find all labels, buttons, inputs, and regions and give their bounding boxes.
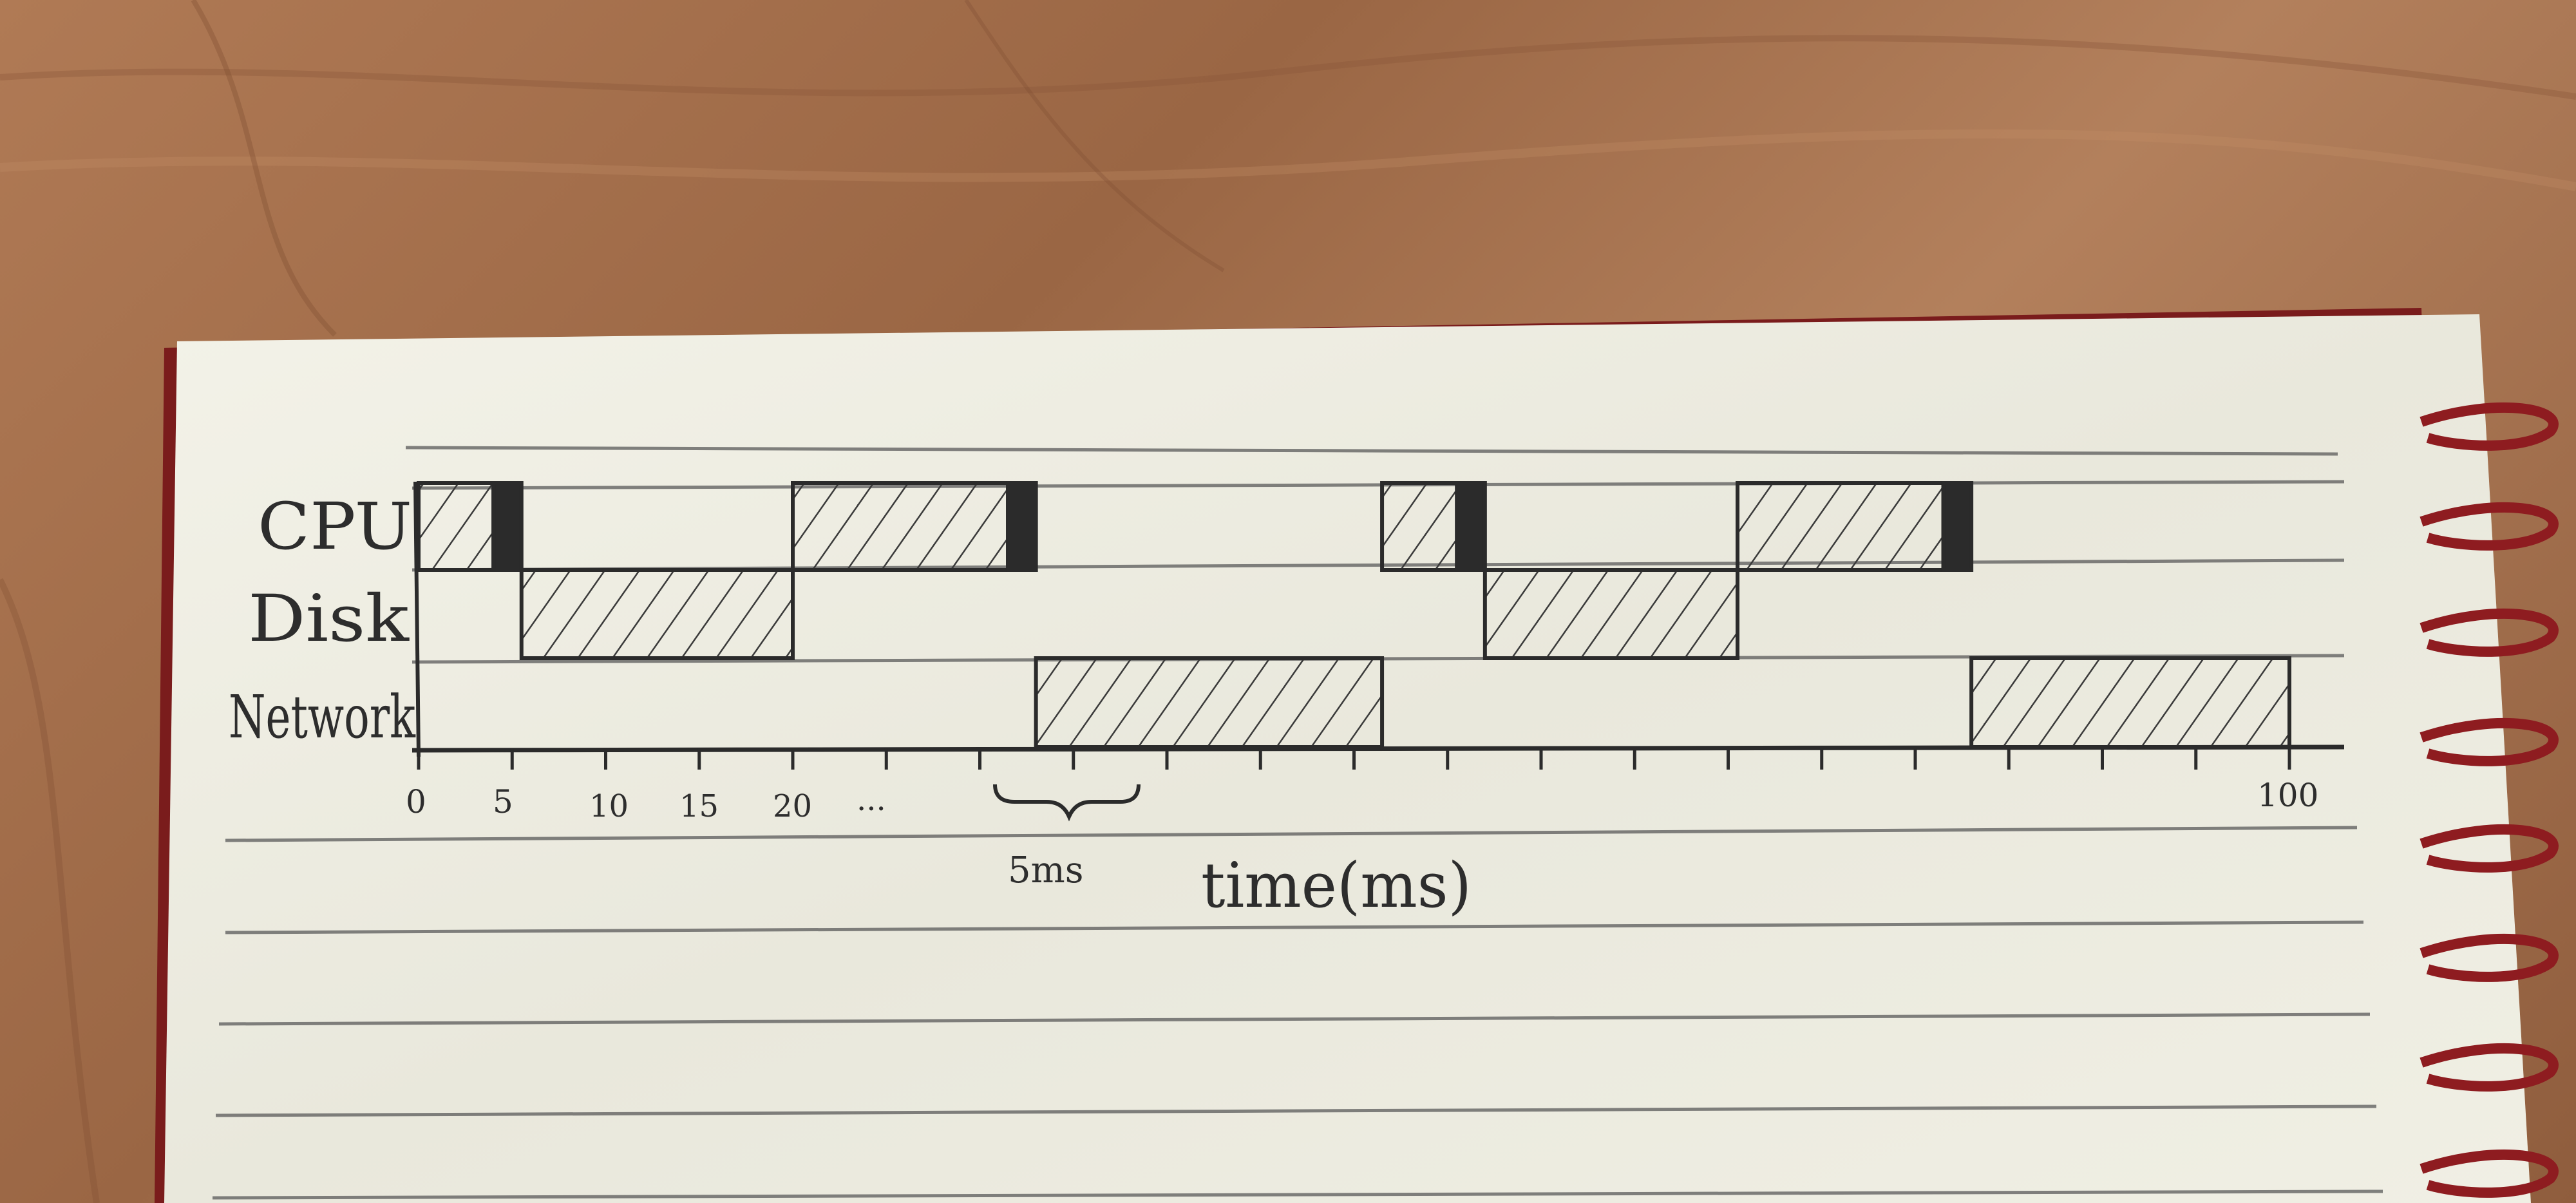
interval-brace [993, 784, 1141, 822]
ruled-line [218, 1012, 2371, 1026]
spiral-ring [2420, 1043, 2559, 1092]
spiral-ring [2420, 933, 2559, 982]
tick-label-5: 5 [493, 783, 513, 820]
time-axis-ticks [417, 748, 2291, 770]
interval-label: 5ms [1008, 849, 1083, 891]
gantt-bar-cpu-solid [1455, 481, 1487, 572]
spiral-binding [2420, 402, 2559, 1198]
spiral-ring [2420, 608, 2559, 657]
gantt-bar-cpu-hatched [1736, 481, 1946, 572]
gantt-bar-cpu-hatched [791, 481, 1010, 572]
row-label-cpu: CPU [258, 489, 412, 564]
tick-label-ellipsis: ... [857, 782, 886, 818]
tick-label-20: 20 [773, 788, 812, 824]
ruled-lines [212, 446, 2383, 1200]
tick-label-0: 0 [406, 783, 426, 820]
gantt-bar-network-hatched [1034, 656, 1385, 749]
row-label-network: Network [229, 683, 416, 752]
gantt-bar-cpu-hatched [1380, 481, 1459, 572]
spiral-ring [2420, 824, 2559, 873]
gantt-bar-cpu-solid [1941, 481, 1974, 572]
axis-title: time(ms) [1201, 849, 1472, 922]
gantt-bar-disk-hatched [1482, 568, 1740, 660]
tick-label-15: 15 [679, 788, 719, 824]
spiral-ring [2420, 717, 2559, 766]
spiral-ring [2420, 502, 2559, 551]
gantt-bars [417, 481, 2291, 749]
time-axis-line [412, 744, 2345, 753]
ruled-line [225, 920, 2364, 934]
gantt-bar-cpu-solid [491, 481, 524, 572]
ruled-line [225, 826, 2358, 842]
vertical-axis-line [413, 481, 421, 757]
ruled-line [212, 1189, 2383, 1200]
gantt-diagram: CPU Disk Network 0 5 10 15 20 ... 100 5m… [229, 481, 2345, 922]
spiral-ring [2420, 402, 2559, 451]
gantt-bar-disk-hatched [519, 568, 795, 660]
spiral-ring [2420, 1149, 2559, 1198]
gantt-bar-cpu-hatched [417, 481, 496, 572]
ruled-line [215, 1104, 2377, 1117]
tick-label-10: 10 [589, 788, 629, 824]
row-label-disk: Disk [248, 581, 410, 656]
ruled-line [412, 480, 2345, 490]
tick-label-100: 100 [2257, 777, 2318, 814]
ruled-line [405, 446, 2338, 456]
gantt-bar-cpu-solid [1006, 481, 1038, 572]
gantt-bar-network-hatched [1969, 656, 2291, 749]
